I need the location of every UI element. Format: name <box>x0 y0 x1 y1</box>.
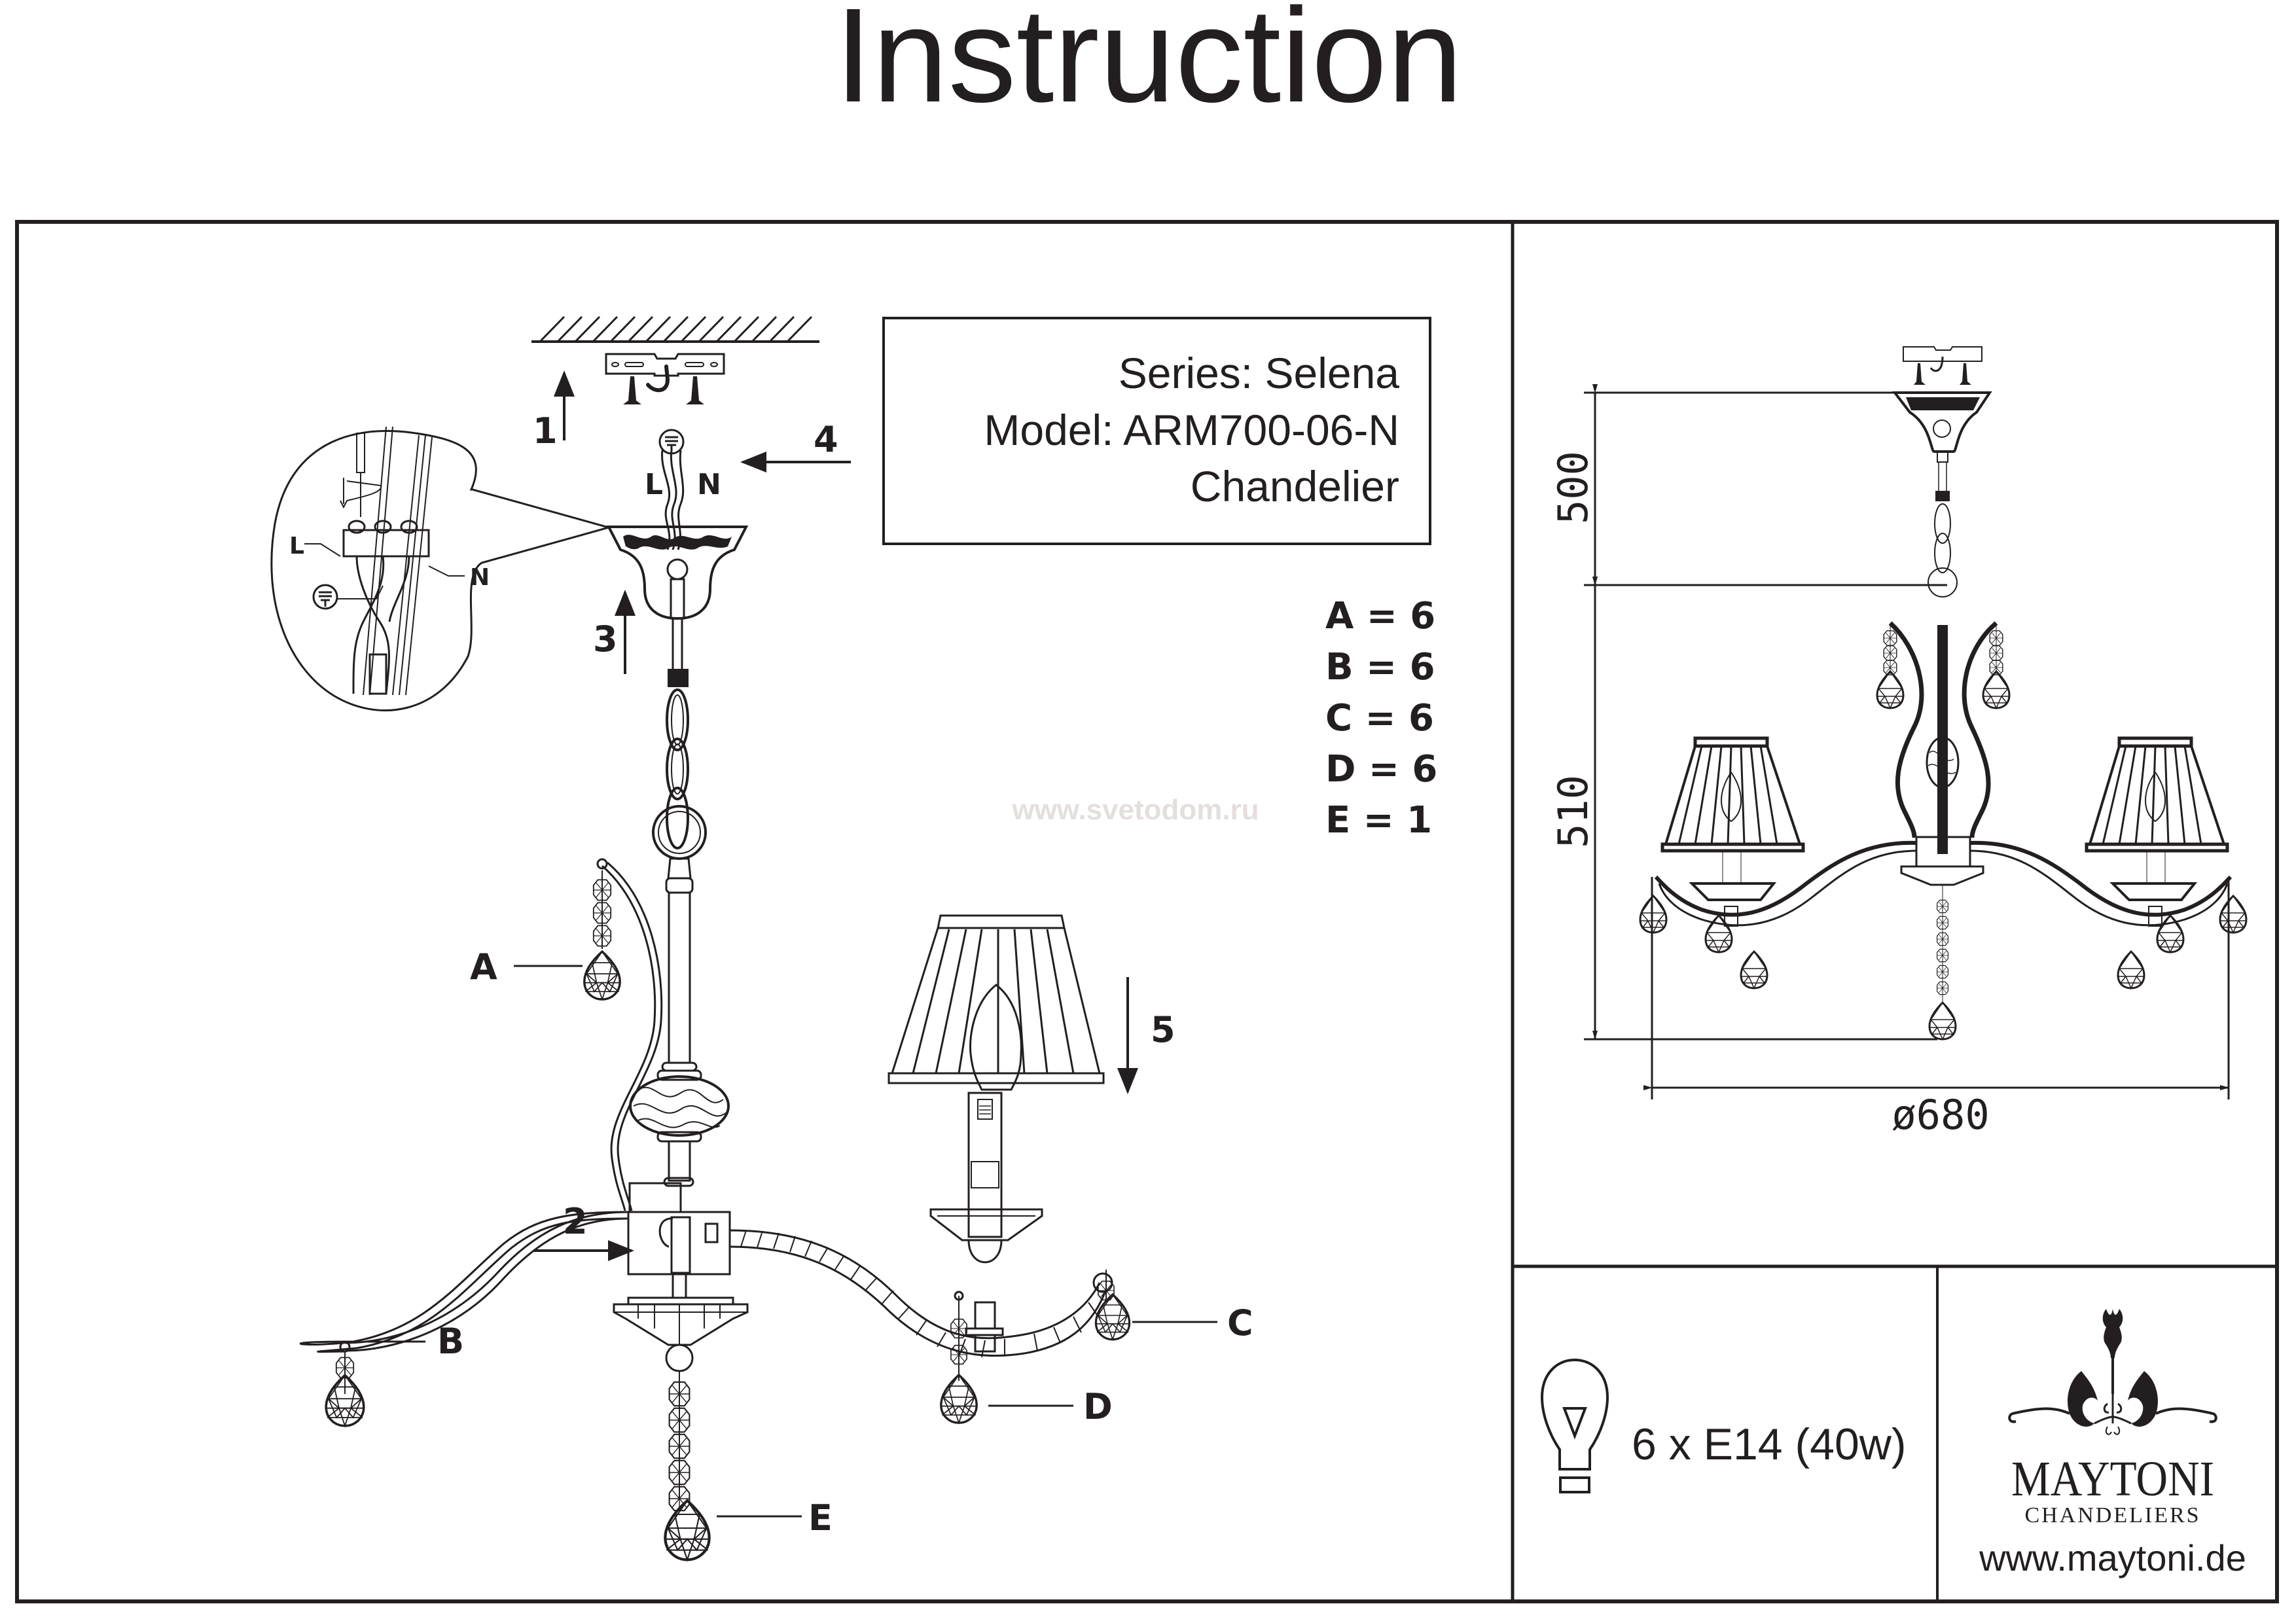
crystal-b <box>325 1351 365 1427</box>
ceiling-hatch <box>531 315 819 343</box>
callout-e-label: E <box>808 1497 833 1539</box>
chandelier-front-view <box>1654 621 2233 927</box>
parts-list-item: C = 6 <box>1325 697 1434 740</box>
dimension-body-height: 510 <box>1549 775 1597 848</box>
dimension-drawing: 500 510 ø680 <box>1549 346 2248 1139</box>
crystal-a <box>583 870 621 1001</box>
crystal-chain-e <box>665 1371 709 1560</box>
wire-live-label: L <box>645 468 663 501</box>
step-3-label: 3 <box>593 618 618 660</box>
earth-ground-icon <box>312 584 338 610</box>
watermark-text: www.svetodom.ru <box>1011 794 1259 826</box>
chandelier-logo-icon <box>2008 1309 2217 1435</box>
shade-left-view <box>1660 736 1805 883</box>
brand-block: MAYTONI CHANDELIERS www.maytoni.de <box>1979 1309 2246 1578</box>
product-info-box: Series: Selena Model: ARM700-06-N Chande… <box>882 317 1431 545</box>
page-title: Instruction <box>834 0 1463 130</box>
brand-website-link[interactable]: www.maytoni.de <box>1979 1537 2246 1578</box>
mounting-bracket <box>605 353 725 404</box>
step-5-label: 5 <box>1151 1009 1175 1050</box>
bulb-spec-text: 6 x E14 (40w) <box>1632 1419 1907 1469</box>
parts-list: A = 6 B = 6 C = 6 D = 6 E = 1 <box>1325 595 1437 842</box>
dimension-diameter: ø680 <box>1892 1091 1989 1139</box>
crystals-front-view <box>1639 625 2248 1041</box>
central-bobeche <box>613 1272 749 1372</box>
parts-list-item: E = 1 <box>1325 799 1432 842</box>
candle-holder <box>929 1092 1043 1353</box>
bulb-spec: 6 x E14 (40w) <box>1540 1358 1907 1493</box>
detail-neutral-label: N <box>470 564 490 591</box>
assembly-diagram: 1 4 3 L N <box>270 315 1253 1560</box>
lamp-shade <box>888 914 1105 1091</box>
brand-website[interactable]: www.maytoni.de <box>1979 1537 2246 1578</box>
callout-c-label: C <box>1227 1302 1253 1344</box>
upper-arm <box>596 858 663 1211</box>
parts-list-item: A = 6 <box>1325 595 1435 637</box>
step-2-label: 2 <box>563 1201 588 1242</box>
ceiling-canopy <box>606 526 749 620</box>
callout-d-label: D <box>1083 1386 1113 1427</box>
parts-list-item: D = 6 <box>1325 748 1437 791</box>
crystal-c <box>1094 1270 1131 1341</box>
callout-a-label: A <box>470 946 497 988</box>
left-arm <box>299 1211 629 1353</box>
step-1-label: 1 <box>533 410 558 452</box>
shade-right-view <box>2085 736 2229 883</box>
sheet-frame <box>15 220 2279 1603</box>
product-type-label: Chandelier <box>1191 462 1399 510</box>
junction-box <box>627 1182 731 1275</box>
brand-tagline: CHANDELIERS <box>2024 1503 2200 1527</box>
brand-name: MAYTONI <box>2011 1452 2214 1507</box>
detail-live-label: L <box>289 533 304 560</box>
model-label: Model: ARM700-06-N <box>984 406 1399 454</box>
crystal-d <box>940 1291 978 1424</box>
parts-list-item: B = 6 <box>1325 646 1435 688</box>
callout-b-label: B <box>437 1321 464 1362</box>
step-4-label: 4 <box>814 419 838 460</box>
central-stem <box>629 857 730 1187</box>
earth-ground-icon <box>658 429 685 455</box>
right-arm <box>729 1229 1113 1358</box>
series-label: Series: Selena <box>1119 349 1400 397</box>
wire-neutral-label: N <box>697 468 721 501</box>
crystal-drop-e <box>665 1501 709 1560</box>
light-bulb-icon <box>1540 1358 1609 1493</box>
dimension-chain-height: 500 <box>1549 451 1597 524</box>
suspension-chain <box>652 618 707 860</box>
wiring-detail-bubble: L N <box>270 426 613 712</box>
